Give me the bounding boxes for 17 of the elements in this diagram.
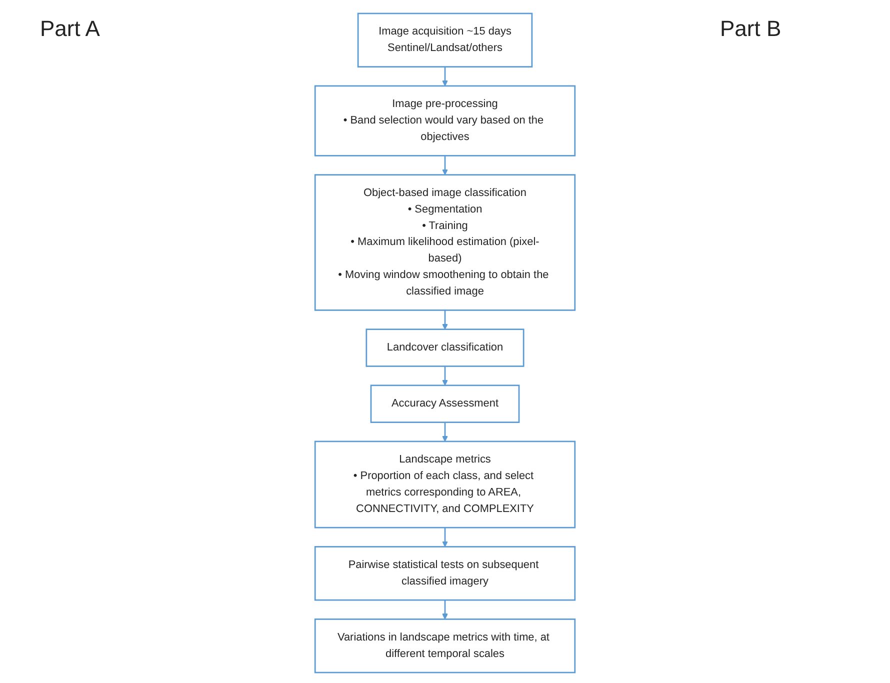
arrow (442, 310, 448, 330)
section-heading: Part A (40, 16, 100, 42)
node-box: Landscape metrics • Proportion of each class, and select metrics corresponding to AREA, CONNECTIVITY, and COMPLEXITY (314, 440, 576, 528)
section-heading: Part B (720, 16, 782, 42)
node-box: Object-based image classification • Segmentation • Training • Maximum likelihood estimation (pixel-based) • Moving window smoothening to obtain the classified image (314, 174, 576, 311)
node-box: Image acquisition ~15 days Sentinel/Landsat/others (357, 12, 533, 68)
arrow (442, 156, 448, 176)
arrow (442, 422, 448, 442)
arrow (442, 366, 448, 386)
node-box: Image pre-processing • Band selection would vary based on the objectives (314, 85, 576, 156)
arrow (442, 528, 448, 547)
node-box: Pairwise statistical tests on subsequent classified imagery (314, 546, 576, 601)
node-box: Accuracy Assessment (370, 384, 520, 423)
arrow (442, 600, 448, 620)
node-box: Variations in landscape metrics with time, at different temporal scales (314, 618, 576, 674)
node-box: Landcover classification (366, 328, 524, 367)
arrow (442, 66, 448, 86)
